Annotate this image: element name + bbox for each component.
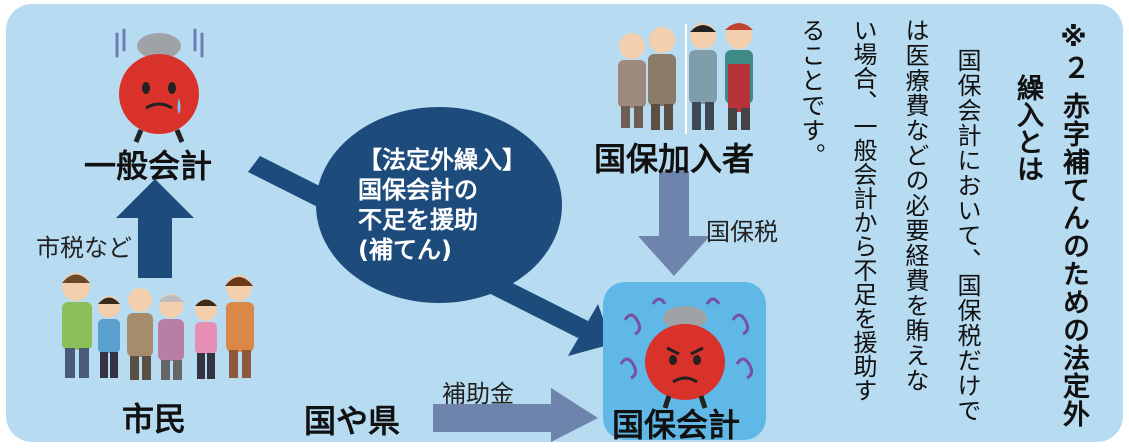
- arrow-insured-to-kokuho: [638, 171, 710, 276]
- arrow-nation-to-kokuho: [433, 388, 598, 442]
- edge-label-kokuho-tax: 国保税: [706, 218, 778, 246]
- note-title-line2: 繰入とは: [1012, 74, 1043, 182]
- edge-label-subsidy: 補助金: [442, 380, 514, 408]
- note-body-line: 国保会計において、国保税だけで: [953, 48, 981, 423]
- worried-character-general: [115, 28, 204, 143]
- bubble-line: 【法定外繰入】: [358, 146, 526, 174]
- insured-people-illustration: [618, 23, 753, 134]
- angry-character-kokuho: [619, 297, 754, 409]
- edge-label-city-tax: 市税など: [36, 234, 132, 262]
- diagram-panel: 一般会計 国保加入者 市民 国や県 国保会計 市税など 国保税 補助金 【法定外…: [6, 4, 1123, 442]
- bubble-line: 国保会計の: [358, 176, 478, 204]
- kokuho-box: [603, 282, 766, 440]
- citizens-illustration: [62, 273, 254, 380]
- node-insured: 国保加入者: [594, 140, 755, 178]
- note-body-line: ることです。: [797, 18, 825, 168]
- bubble-line: (補てん): [358, 236, 452, 264]
- extra-transfer-bubble: 【法定外繰入】 国保会計の 不足を援助 (補てん): [316, 107, 562, 303]
- node-nation-prefecture: 国や県: [304, 402, 401, 440]
- bubble-line: 不足を援助: [358, 206, 478, 234]
- node-general-account: 一般会計: [84, 147, 213, 185]
- note-body-line: は医療費などの必要経費を賄えな: [901, 18, 929, 393]
- note-title-line1: ※２ 赤字補てんのための法定外: [1058, 22, 1089, 429]
- node-citizens: 市民: [122, 400, 187, 438]
- node-kokuho-account: 国保会計: [612, 406, 741, 442]
- note-body-line: い場合、一般会計から不足を援助す: [849, 18, 877, 402]
- arrow-citizens-to-general: [116, 179, 194, 278]
